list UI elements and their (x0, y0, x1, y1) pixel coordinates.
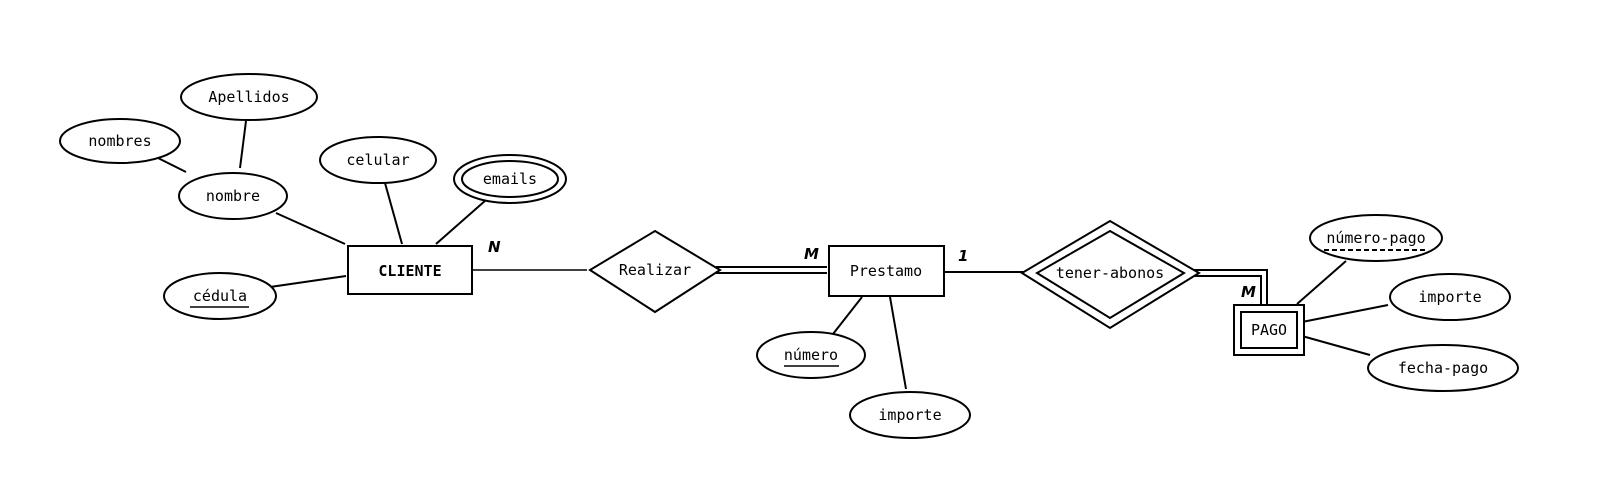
line-prestamo-numero (832, 296, 863, 335)
line-pago-importe (1301, 304, 1389, 323)
attribute-fecha-pago: fecha-pago (1367, 344, 1519, 392)
attribute-label: emails (483, 170, 537, 188)
cardinality-prestamo-tener: 1 (958, 247, 968, 265)
relationship-tener-abonos: tener-abonos (1020, 219, 1201, 330)
attribute-label: nombre (206, 187, 260, 205)
entity-label: CLIENTE (378, 262, 441, 280)
line-tener-pago-a (1194, 269, 1268, 304)
entity-cliente: CLIENTE (347, 245, 473, 295)
entity-prestamo: Prestamo (828, 245, 945, 297)
attribute-nombres: nombres (59, 118, 181, 164)
line-emails-cliente (435, 199, 487, 245)
line-nombre-cliente (275, 212, 346, 245)
attribute-label: importe (1418, 288, 1481, 306)
connectors (157, 120, 1389, 390)
line-pago-numeropago (1296, 260, 1347, 305)
attribute-label: fecha-pago (1398, 359, 1488, 377)
relationship-realizar: Realizar (588, 229, 722, 314)
attribute-label: número-pago (1326, 229, 1425, 247)
attribute-emails-multivalued: emails (453, 154, 567, 204)
cardinality-prestamo-realizar: M (804, 245, 819, 263)
line-celular-cliente (384, 182, 403, 245)
line-nombres-nombre (157, 157, 187, 173)
line-pago-fechapago (1301, 335, 1371, 356)
attribute-label: importe (878, 406, 941, 424)
attribute-label: número (784, 346, 838, 364)
entity-label: PAGO (1251, 321, 1287, 339)
entity-pago-weak: PAGO (1233, 304, 1305, 356)
attribute-celular: celular (319, 136, 437, 184)
attribute-numero-pago-partial-key: número-pago (1309, 214, 1443, 262)
attribute-numero-key: número (756, 331, 866, 379)
line-prestamo-importe (889, 296, 907, 390)
relationship-label: Realizar (619, 261, 691, 279)
attribute-cedula-key: cédula (163, 272, 277, 320)
attribute-label: celular (346, 151, 409, 169)
line-tener-pago-b (1194, 275, 1262, 304)
attribute-label: cédula (193, 287, 247, 305)
line-apellidos-nombre (239, 120, 247, 169)
attribute-nombre: nombre (178, 172, 288, 220)
cardinality-pago-tener: M (1241, 283, 1256, 301)
cardinality-cliente-realizar: N (488, 238, 501, 256)
attribute-label: nombres (88, 132, 151, 150)
attribute-label: Apellidos (208, 88, 289, 106)
relationship-label: tener-abonos (1056, 264, 1164, 282)
line-cedula-cliente (269, 275, 347, 288)
attribute-importe-prestamo: importe (849, 391, 971, 439)
attribute-apellidos: Apellidos (180, 73, 318, 121)
attribute-importe-pago: importe (1389, 273, 1511, 321)
entity-label: Prestamo (850, 262, 922, 280)
